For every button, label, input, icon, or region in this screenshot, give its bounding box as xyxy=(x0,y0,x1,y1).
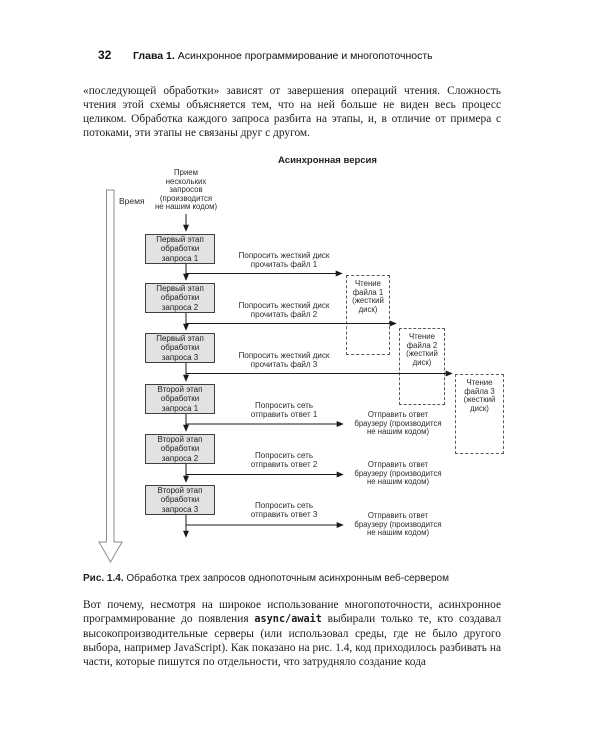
paragraph-bottom-before: Вот почему, несмотря на широкое использо… xyxy=(83,599,501,626)
disk-read-box-1: Чтение файла 1 (жесткий диск) xyxy=(346,275,390,355)
disk-read-box-2: Чтение файла 2 (жесткий диск) xyxy=(399,328,445,405)
chapter-number: Глава 1. xyxy=(133,50,175,62)
stage-box-request2-step2: Второй этап обработки запроса 2 xyxy=(145,434,215,464)
reply-note-1: Отправить ответ браузеру (производится н… xyxy=(354,410,442,437)
paragraph-bottom: Вот почему, несмотря на широкое использо… xyxy=(83,598,501,669)
request-label-5: Попросить сеть отправить ответ 2 xyxy=(250,451,318,469)
figure-caption-text: Обработка трех запросов однопоточным аси… xyxy=(123,573,449,584)
request-label-1: Попросить жесткий диск прочитать файл 1 xyxy=(238,251,330,269)
reply-note-3: Отправить ответ браузеру (производится н… xyxy=(354,511,442,538)
request-label-6: Попросить сеть отправить ответ 3 xyxy=(250,501,318,519)
disk-read-box-2-label: Чтение файла 2 (жесткий диск) xyxy=(406,332,438,367)
figure-caption-prefix: Рис. 1.4. xyxy=(83,573,124,584)
time-axis-label: Время xyxy=(119,196,145,206)
diagram-title: Асинхронная версия xyxy=(278,155,377,166)
request-label-2: Попросить жесткий диск прочитать файл 2 xyxy=(238,301,330,319)
stage-box-request2-step1: Первый этап обработки запроса 2 xyxy=(145,283,215,313)
disk-read-box-3: Чтение файла 3 (жесткий диск) xyxy=(455,374,504,454)
figure-caption: Рис. 1.4. Обработка трех запросов однопо… xyxy=(83,573,523,584)
request-label-4: Попросить сеть отправить ответ 1 xyxy=(250,401,318,419)
stage-box-request1-step2: Второй этап обработки запроса 1 xyxy=(145,384,215,414)
chapter-title: Асинхронное программирование и многопото… xyxy=(174,50,433,62)
intake-note: Прием нескольких запросов (производится … xyxy=(154,168,218,212)
paragraph-top: «последующей обработки» зависят от завер… xyxy=(83,85,501,140)
request-label-3: Попросить жесткий диск прочитать файл 3 xyxy=(238,351,330,369)
disk-read-box-3-label: Чтение файла 3 (жесткий диск) xyxy=(463,378,496,413)
chapter-heading: Глава 1. Асинхронное программирование и … xyxy=(133,50,433,62)
stage-box-request1-step1: Первый этап обработки запроса 1 xyxy=(145,234,215,264)
stage-box-request3-step1: Первый этап обработки запроса 3 xyxy=(145,333,215,363)
inline-code: async/await xyxy=(254,614,322,626)
stage-box-request3-step2: Второй этап обработки запроса 3 xyxy=(145,485,215,515)
paragraph-bottom-after: выбирали только те, кто создавал высокоп… xyxy=(83,613,501,669)
timeline-down-arrow-icon xyxy=(98,189,123,564)
reply-note-2: Отправить ответ браузеру (производится н… xyxy=(354,460,442,487)
page-number: 32 xyxy=(98,48,112,62)
disk-read-box-1-label: Чтение файла 1 (жесткий диск) xyxy=(352,279,384,314)
